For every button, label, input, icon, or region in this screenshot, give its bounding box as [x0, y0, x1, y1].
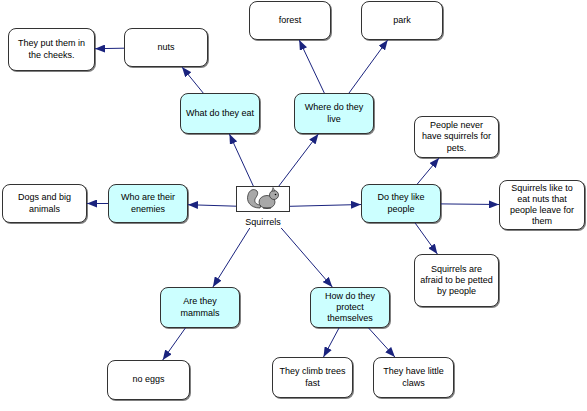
arrow-connector	[188, 205, 236, 207]
node-text: How do they protect themselves	[315, 291, 385, 325]
node-text: They have little claws	[378, 366, 449, 389]
node-text: Squirrels like to eat nuts that people l…	[504, 183, 580, 228]
arrow-connector	[324, 328, 340, 357]
arrow-connector	[369, 328, 395, 357]
question-box: What do they eat	[180, 93, 260, 134]
answer-box: They put them in the cheeks.	[8, 28, 95, 71]
arrow-connector	[182, 67, 203, 93]
question-box: Who are their enemies	[108, 184, 188, 223]
node-text: park	[393, 15, 411, 26]
node-text: forest	[279, 15, 302, 26]
node-text: Who are their enemies	[113, 192, 183, 215]
question-box: Are they mammals	[160, 287, 240, 328]
answer-box: nuts	[124, 28, 208, 67]
arrow-connector	[349, 40, 388, 93]
topic-label: Squirrels	[245, 217, 281, 228]
answer-box: They climb trees fast	[272, 357, 353, 398]
answer-box: Dogs and big animals	[2, 184, 87, 223]
node-text: Squirrels are afraid to be petted by peo…	[419, 264, 494, 298]
node-text: Dogs and big animals	[7, 192, 82, 215]
answer-box: park	[361, 1, 443, 40]
answer-box: They have little claws	[373, 357, 454, 398]
arrow-connector	[95, 48, 124, 50]
topic-node: Squirrels	[236, 186, 290, 228]
question-box: How do they protect themselves	[310, 287, 390, 328]
arrow-connector	[229, 134, 253, 186]
node-text: People never have squirrels for pets.	[419, 120, 494, 154]
node-text: nuts	[157, 42, 174, 53]
arrow-connector	[417, 158, 439, 184]
arrow-connector	[290, 205, 361, 207]
node-text: They put them in the cheeks.	[13, 38, 90, 61]
node-text: Are they mammals	[165, 296, 235, 319]
answer-box: Squirrels like to eat nuts that people l…	[499, 180, 585, 230]
answer-box: People never have squirrels for pets.	[414, 116, 499, 158]
arrow-connector	[281, 228, 332, 287]
arrow-connector	[299, 40, 324, 93]
node-text: They climb trees fast	[277, 366, 348, 389]
arrow-connector	[163, 328, 186, 360]
node-text: Do they like people	[366, 192, 436, 215]
squirrel-illustration	[236, 186, 290, 212]
arrow-connector	[441, 203, 499, 205]
arrow-connector	[279, 134, 319, 186]
answer-box: no eggs	[107, 360, 190, 400]
arrow-connector	[213, 228, 250, 287]
arrow-connector	[415, 223, 437, 254]
question-box: Do they like people	[361, 184, 441, 223]
question-box: Where do they live	[294, 93, 374, 134]
answer-box: Squirrels are afraid to be petted by peo…	[414, 254, 499, 307]
arrow-connector	[87, 203, 108, 204]
answer-box: forest	[249, 1, 331, 40]
node-text: Where do they live	[299, 102, 369, 125]
node-text: What do they eat	[186, 108, 254, 119]
node-text: no eggs	[132, 374, 164, 385]
